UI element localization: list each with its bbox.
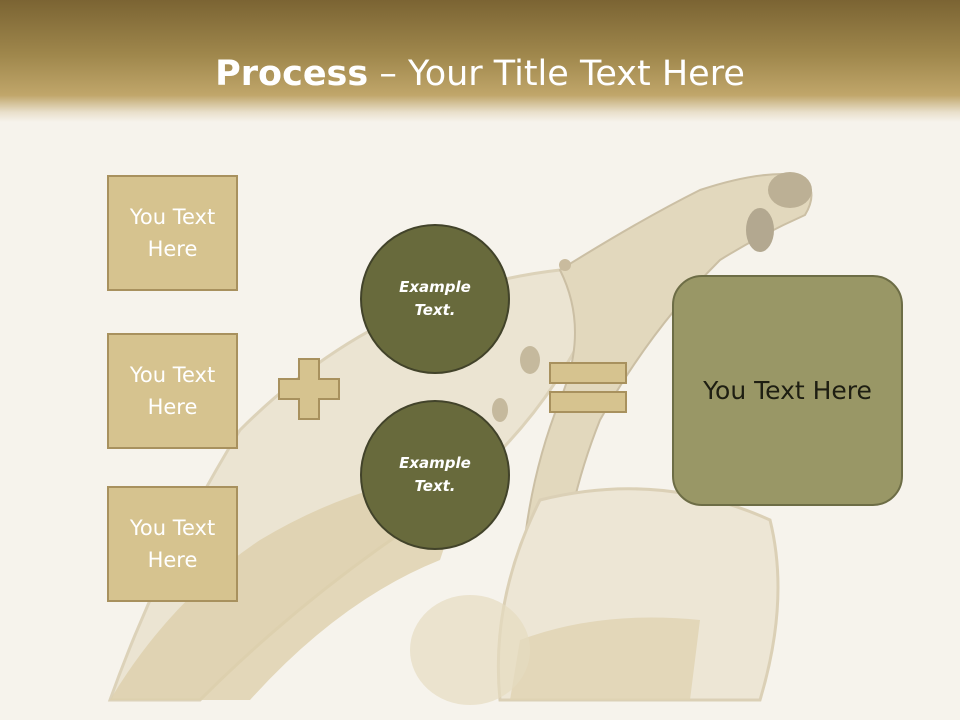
title-rest: – Your Title Text Here: [368, 54, 745, 94]
title-bold: Process: [215, 54, 369, 94]
input-box-label: You Text Here: [129, 363, 216, 419]
circle-label: Example Text.: [399, 278, 471, 319]
result-box[interactable]: You Text Here: [672, 275, 903, 506]
equals-icon: [549, 362, 627, 413]
input-box-1[interactable]: You Text Here: [107, 175, 238, 291]
circle-label: Example Text.: [399, 454, 471, 495]
input-box-label: You Text Here: [129, 205, 216, 261]
example-circle-1[interactable]: Example Text.: [360, 224, 510, 374]
plus-icon: [278, 358, 340, 420]
input-box-label: You Text Here: [129, 516, 216, 572]
input-box-3[interactable]: You Text Here: [107, 486, 238, 602]
page-title: Process – Your Title Text Here: [0, 52, 960, 96]
result-label: You Text Here: [703, 376, 872, 405]
example-circle-2[interactable]: Example Text.: [360, 400, 510, 550]
title-bar: [0, 0, 960, 122]
input-box-2[interactable]: You Text Here: [107, 333, 238, 449]
